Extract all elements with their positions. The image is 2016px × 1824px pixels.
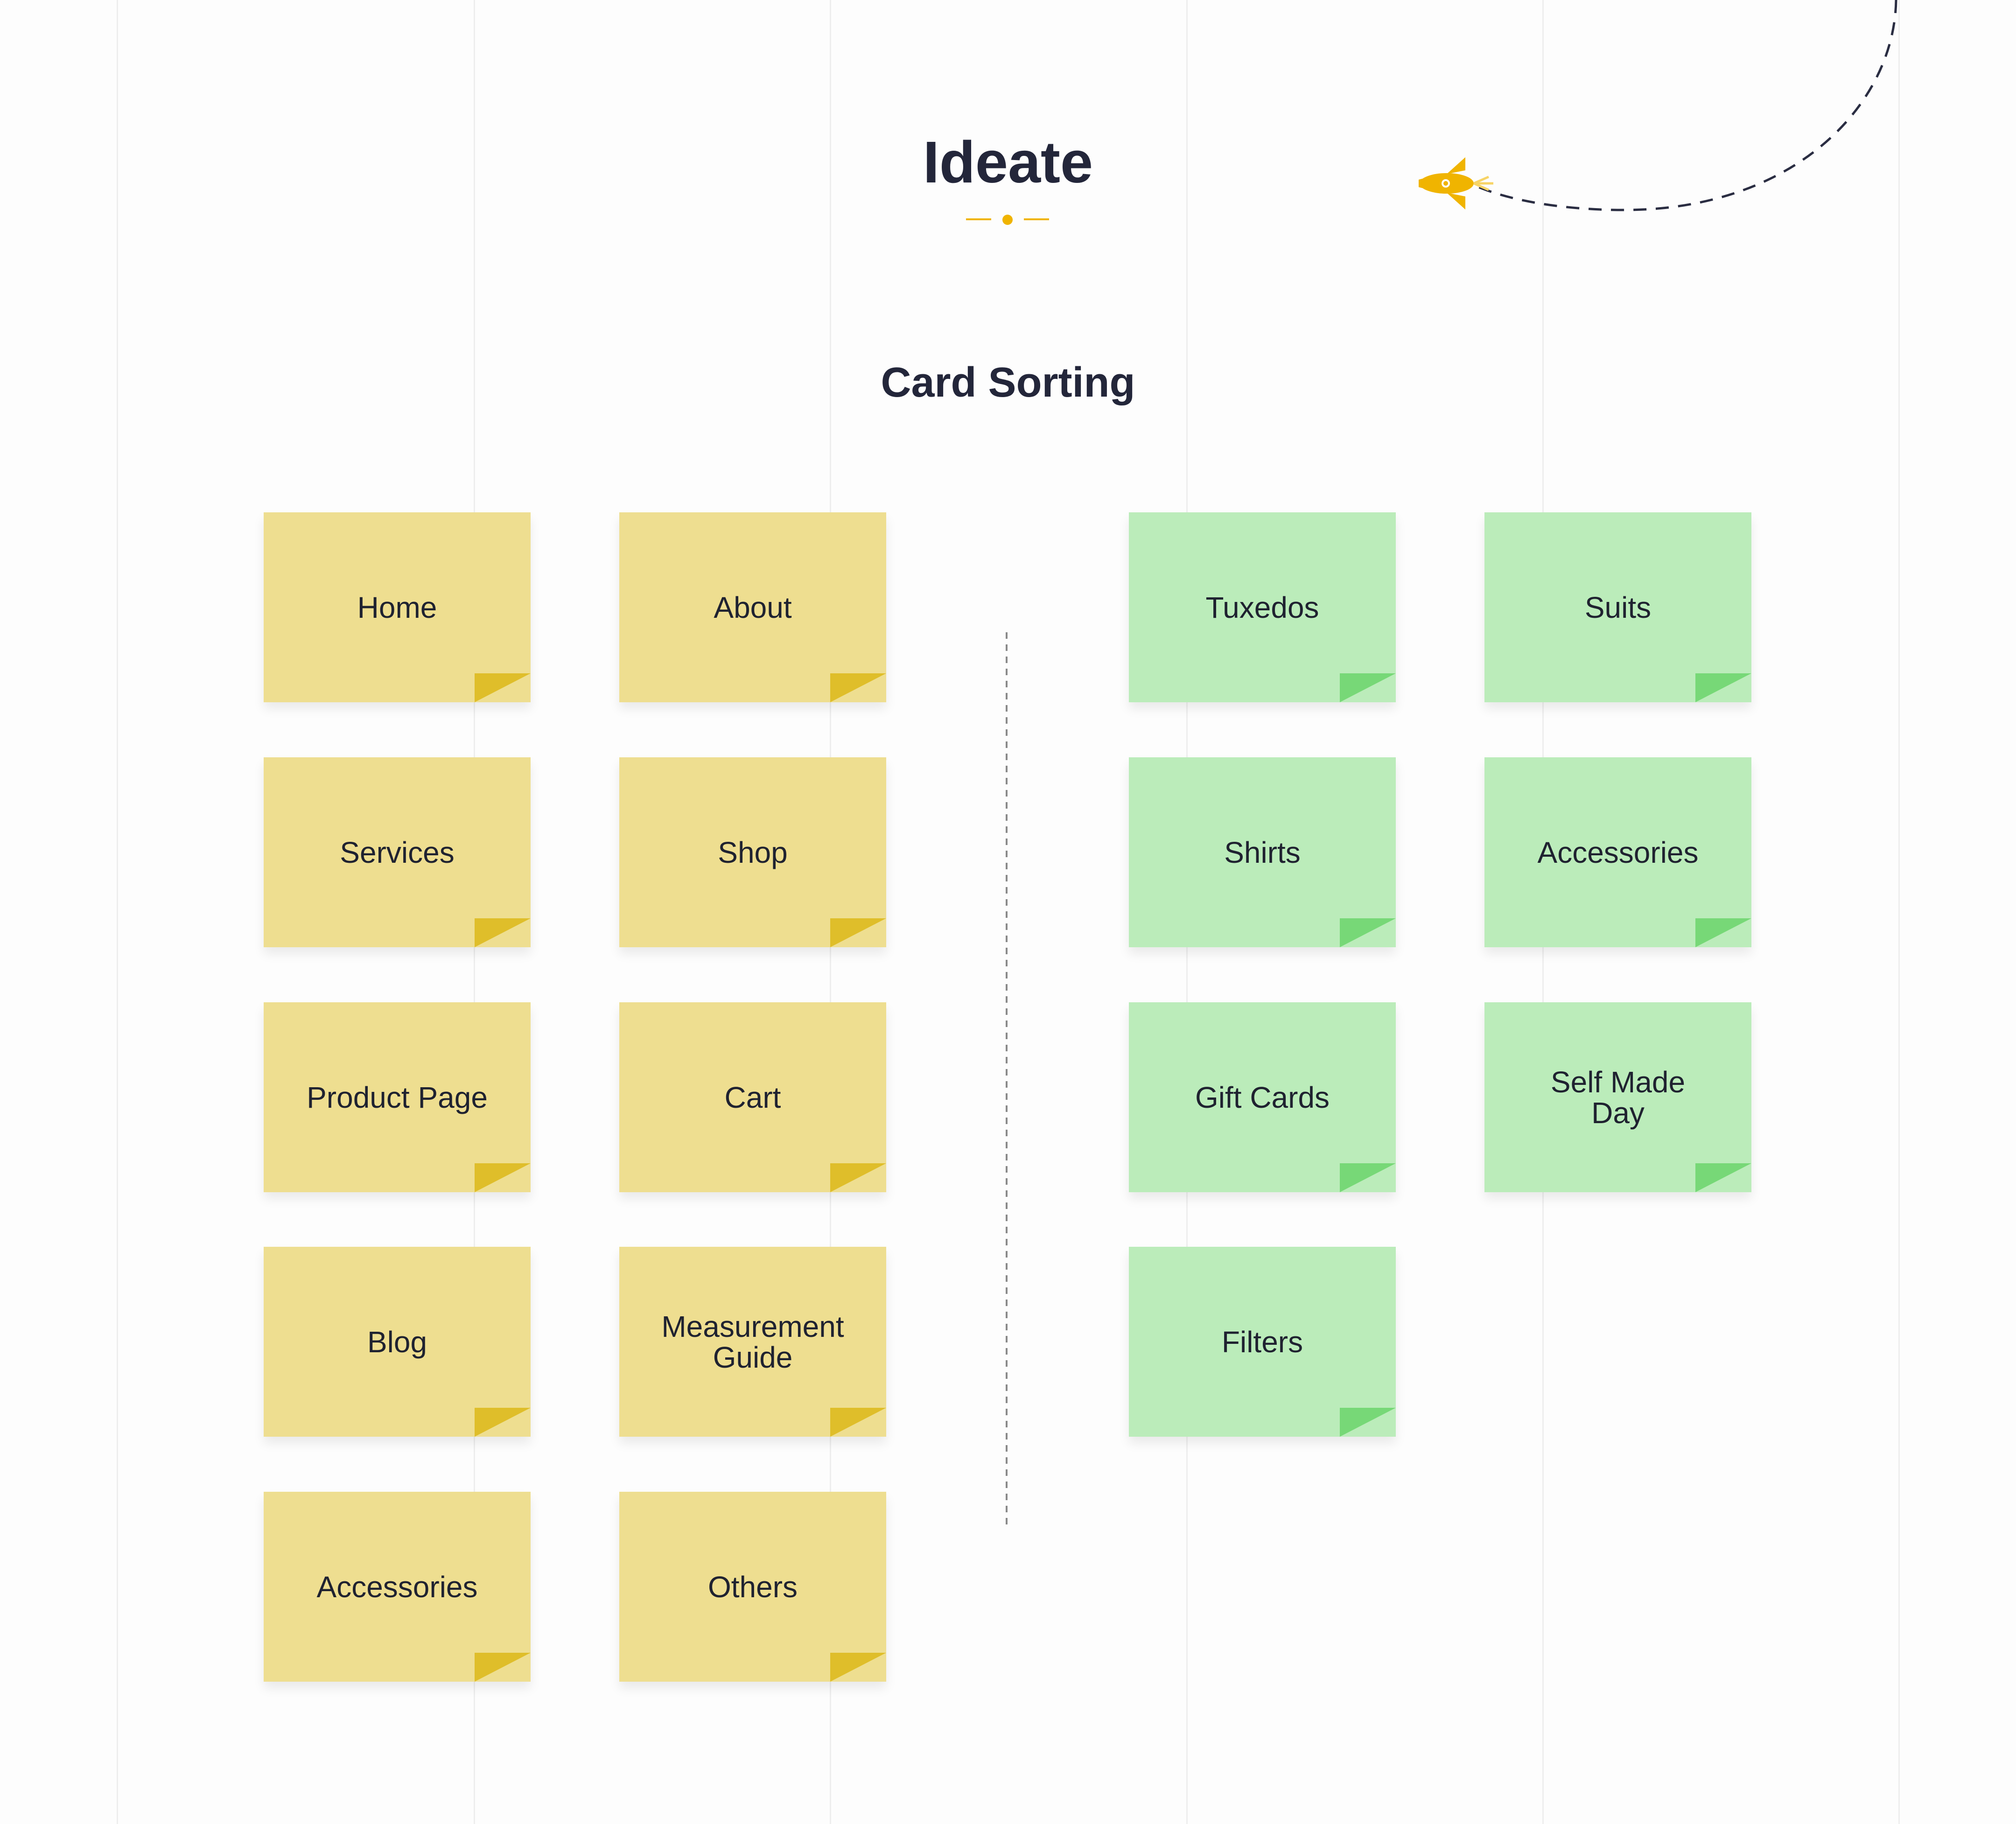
note-fold <box>475 1653 531 1682</box>
rocket-icon <box>1419 157 1493 210</box>
note-fold <box>1340 1408 1396 1437</box>
note-fold <box>1695 673 1751 702</box>
sticky-note-label: Gift Cards <box>1195 1080 1330 1114</box>
guide-line <box>117 0 118 1824</box>
sticky-note[interactable]: Self Made Day <box>1484 1002 1751 1192</box>
sticky-note[interactable]: About <box>619 512 886 702</box>
note-fold <box>1340 673 1396 702</box>
divider-dot <box>1002 215 1013 225</box>
note-fold <box>830 918 886 947</box>
sticky-note-label: Cart <box>724 1080 781 1114</box>
page-title: Ideate <box>923 129 1093 195</box>
divider-dash <box>1024 218 1049 220</box>
sticky-note[interactable]: Accessories <box>1484 757 1751 947</box>
sticky-note-label: Measurement Guide <box>661 1309 844 1374</box>
sticky-note-label: Blog <box>367 1325 427 1359</box>
guide-line <box>1898 0 1900 1824</box>
sticky-note-label: Filters <box>1221 1325 1303 1359</box>
rocket-trail <box>1419 0 1897 211</box>
sticky-note[interactable]: Blog <box>264 1247 531 1437</box>
note-fold <box>830 1163 886 1192</box>
sticky-note-label: Others <box>707 1570 798 1604</box>
section-title: Card Sorting <box>881 359 1135 406</box>
sticky-note[interactable]: Product Page <box>264 1002 531 1192</box>
note-fold <box>1695 1163 1751 1192</box>
sticky-note[interactable]: Accessories <box>264 1492 531 1682</box>
sticky-note[interactable]: Measurement Guide <box>619 1247 886 1437</box>
sticky-note[interactable]: Gift Cards <box>1129 1002 1396 1192</box>
divider-dash <box>966 218 991 220</box>
sticky-note-label: Shop <box>718 835 788 869</box>
sticky-note[interactable]: Shop <box>619 757 886 947</box>
sticky-note[interactable]: Tuxedos <box>1129 512 1396 702</box>
sticky-note[interactable]: Others <box>619 1492 886 1682</box>
note-fold <box>830 673 886 702</box>
note-fold <box>475 918 531 947</box>
note-fold <box>475 1408 531 1437</box>
sticky-note[interactable]: Home <box>264 512 531 702</box>
sticky-note-label: Services <box>340 835 455 869</box>
sticky-note[interactable]: Services <box>264 757 531 947</box>
group-separator <box>1006 632 1008 1528</box>
sticky-note[interactable]: Cart <box>619 1002 886 1192</box>
note-fold <box>1340 918 1396 947</box>
sticky-note[interactable]: Filters <box>1129 1247 1396 1437</box>
note-fold <box>830 1653 886 1682</box>
sticky-note-label: Accessories <box>316 1570 478 1604</box>
sticky-note-label: Self Made Day <box>1550 1065 1686 1130</box>
note-fold <box>830 1408 886 1437</box>
sticky-note-label: Shirts <box>1224 835 1301 869</box>
sticky-note-label: Home <box>357 590 437 624</box>
note-fold <box>475 1163 531 1192</box>
sticky-note-label: About <box>714 590 792 624</box>
sticky-note-label: Tuxedos <box>1205 590 1319 624</box>
title-divider <box>966 215 1050 225</box>
sticky-note[interactable]: Shirts <box>1129 757 1396 947</box>
sticky-note-label: Accessories <box>1537 835 1699 869</box>
sticky-note-label: Suits <box>1584 590 1652 624</box>
note-fold <box>1695 918 1751 947</box>
note-fold <box>475 673 531 702</box>
sticky-note-label: Product Page <box>307 1080 488 1114</box>
note-fold <box>1340 1163 1396 1192</box>
sticky-note[interactable]: Suits <box>1484 512 1751 702</box>
